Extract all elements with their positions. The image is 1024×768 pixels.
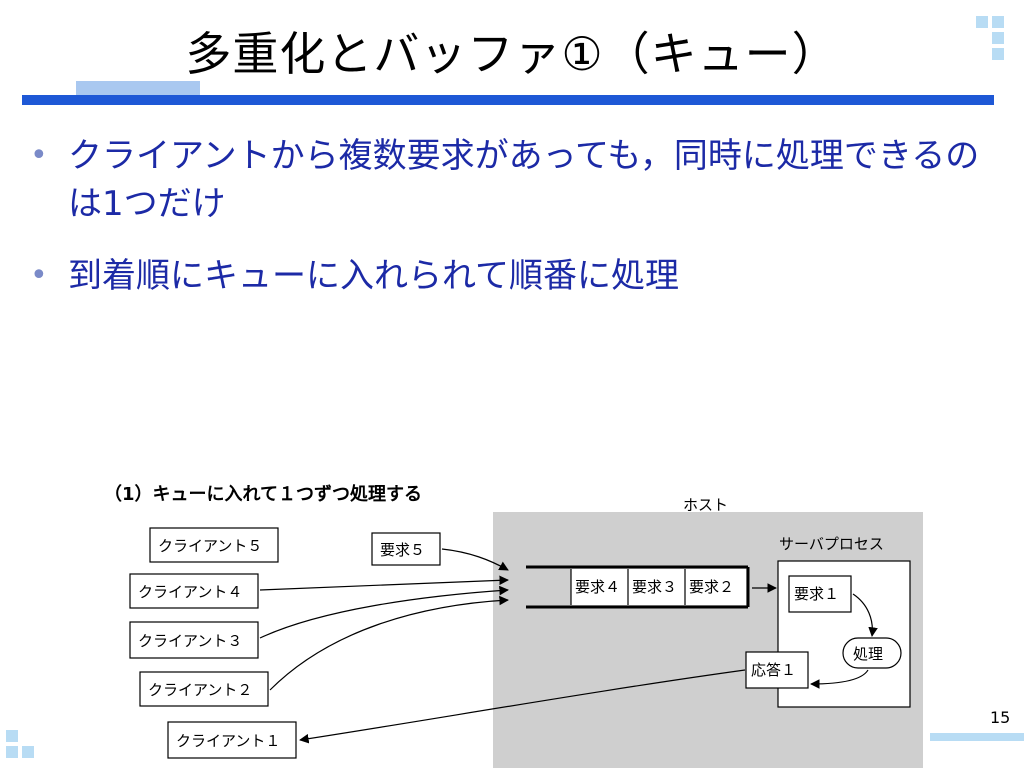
corner-square-tr-1 xyxy=(976,16,988,28)
client-5-box xyxy=(149,527,279,563)
client-1-box xyxy=(167,721,297,759)
corner-square-tr-2 xyxy=(992,16,1004,28)
server-process-label: サーバプロセス xyxy=(779,535,884,553)
queue-cells xyxy=(571,569,746,605)
bottom-right-bar xyxy=(930,733,1024,741)
response-1-label: 応答１ xyxy=(751,661,796,679)
request-1-label: 要求１ xyxy=(794,585,839,603)
client-3-box xyxy=(129,621,259,659)
host-label: ホスト xyxy=(683,496,728,514)
process-box xyxy=(842,637,902,669)
client-4-label: クライアント４ xyxy=(138,583,242,601)
process-label: 処理 xyxy=(853,645,883,663)
client-2-label: クライアント２ xyxy=(148,681,252,699)
page-number: 15 xyxy=(990,708,1011,727)
title-underline-accent xyxy=(76,81,200,95)
corner-square-tr-4 xyxy=(992,48,1004,60)
bullet-dot-icon: • xyxy=(30,138,48,173)
client-3-label: クライアント３ xyxy=(138,632,242,650)
request-1-box xyxy=(788,575,852,613)
title-underline-bar xyxy=(22,95,994,105)
client-5-label: クライアント５ xyxy=(158,537,262,555)
arrow-request1-to-process xyxy=(852,593,878,637)
request-5-box xyxy=(371,532,441,566)
bullet-text-1: クライアントから複数要求があっても，同時に処理できるのは1つだけ xyxy=(68,136,980,224)
arrow-response-to-client1 xyxy=(299,669,746,744)
corner-square-tr-3 xyxy=(992,32,1004,44)
corner-square-bl-2 xyxy=(6,746,18,758)
client-1-label: クライアント１ xyxy=(176,732,280,750)
arrow-client3-to-queue xyxy=(259,585,509,639)
queue-item-label: 要求４ xyxy=(575,578,620,596)
arrow-client4-to-queue xyxy=(259,575,509,591)
bullet-text-2: 到着順にキューに入れられて順番に処理 xyxy=(68,256,679,296)
arrow-client2-to-queue xyxy=(269,595,509,691)
bullet-dot-icon: • xyxy=(30,258,48,293)
client-4-box xyxy=(129,573,259,609)
response-1-box xyxy=(745,651,809,689)
corner-square-bl-1 xyxy=(6,730,18,742)
arrow-process-to-response xyxy=(810,669,869,689)
client-2-box xyxy=(139,671,269,707)
slide-title: 多重化とバッファ①（キュー） xyxy=(185,27,839,81)
corner-square-bl-3 xyxy=(22,746,34,758)
request-5-label: 要求５ xyxy=(380,541,425,559)
arrow-request5-to-queue xyxy=(441,548,509,571)
diagram-caption: （1）キューに入れて１つずつ処理する xyxy=(104,483,422,505)
queue-item-label: 要求３ xyxy=(632,578,677,596)
queue-item-label: 要求２ xyxy=(689,578,734,596)
